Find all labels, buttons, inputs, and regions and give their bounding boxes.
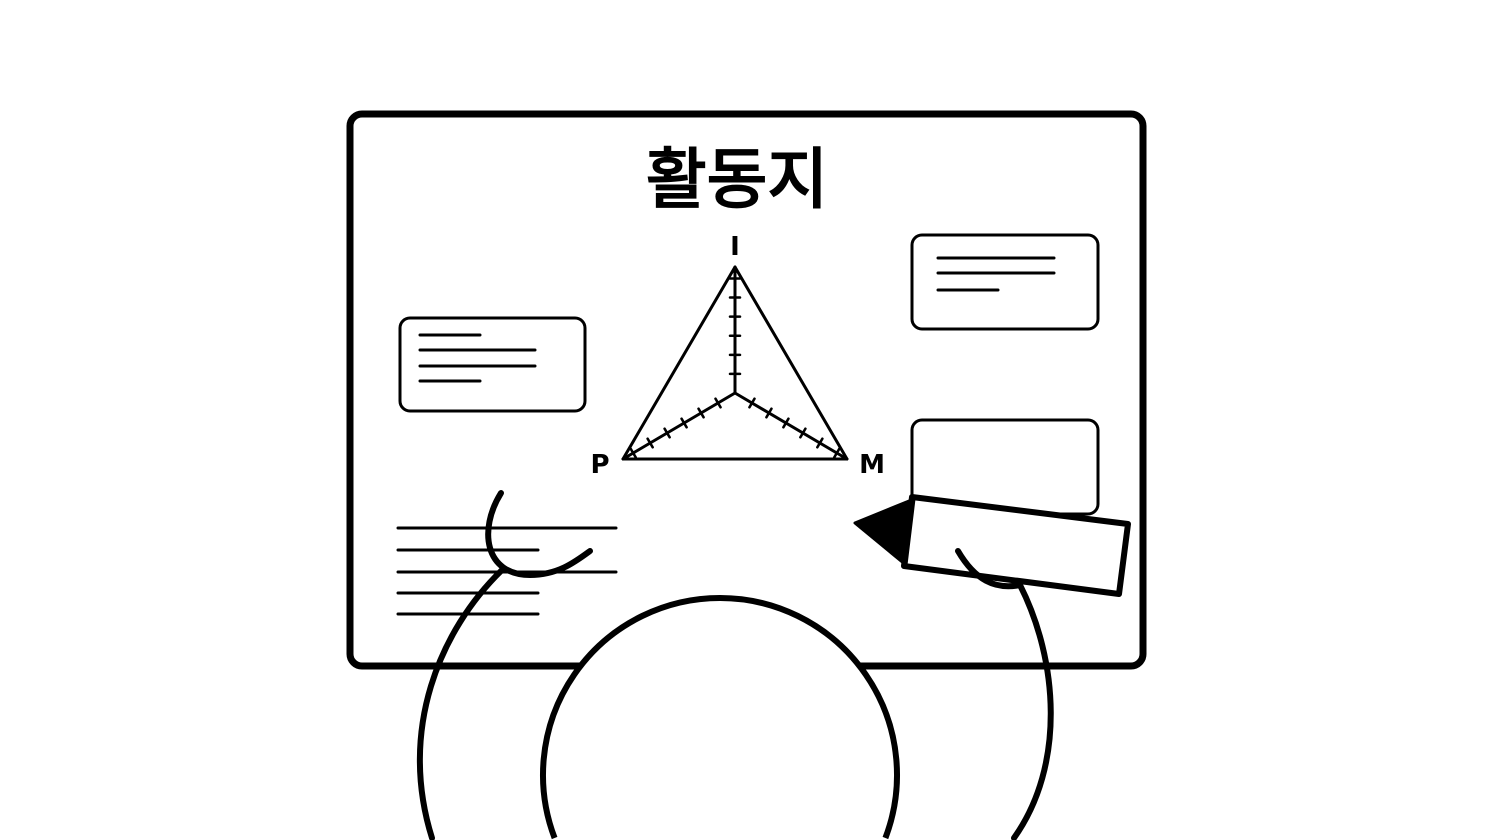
- axis-tick: [816, 437, 824, 449]
- axis-tick: [629, 447, 637, 459]
- triangle-diagram: [621, 265, 849, 461]
- axis-label-p: P: [590, 450, 609, 480]
- left-arm: [416, 567, 505, 840]
- left-hand: [485, 490, 593, 578]
- text-card-top-right: [910, 233, 1100, 331]
- axis-label-i: I: [730, 232, 740, 262]
- axis-tick: [833, 447, 841, 459]
- axis-tick: [748, 397, 756, 409]
- axis-tick: [714, 397, 722, 409]
- axis-tick: [646, 437, 654, 449]
- person-head: [540, 594, 900, 840]
- text-card-left: [398, 316, 587, 413]
- axis-tick: [663, 427, 671, 439]
- right-arm: [955, 548, 1054, 840]
- axis-tick: [799, 427, 807, 439]
- pencil-icon: [853, 494, 1131, 597]
- axis-label-m: M: [859, 450, 885, 480]
- text-lines-bottom-left: [396, 526, 618, 616]
- axis-tick: [782, 417, 790, 429]
- worksheet-title: 활동지: [646, 141, 828, 218]
- axis-tick: [680, 417, 688, 429]
- axis-tick: [765, 407, 773, 419]
- axis-tick: [697, 407, 705, 419]
